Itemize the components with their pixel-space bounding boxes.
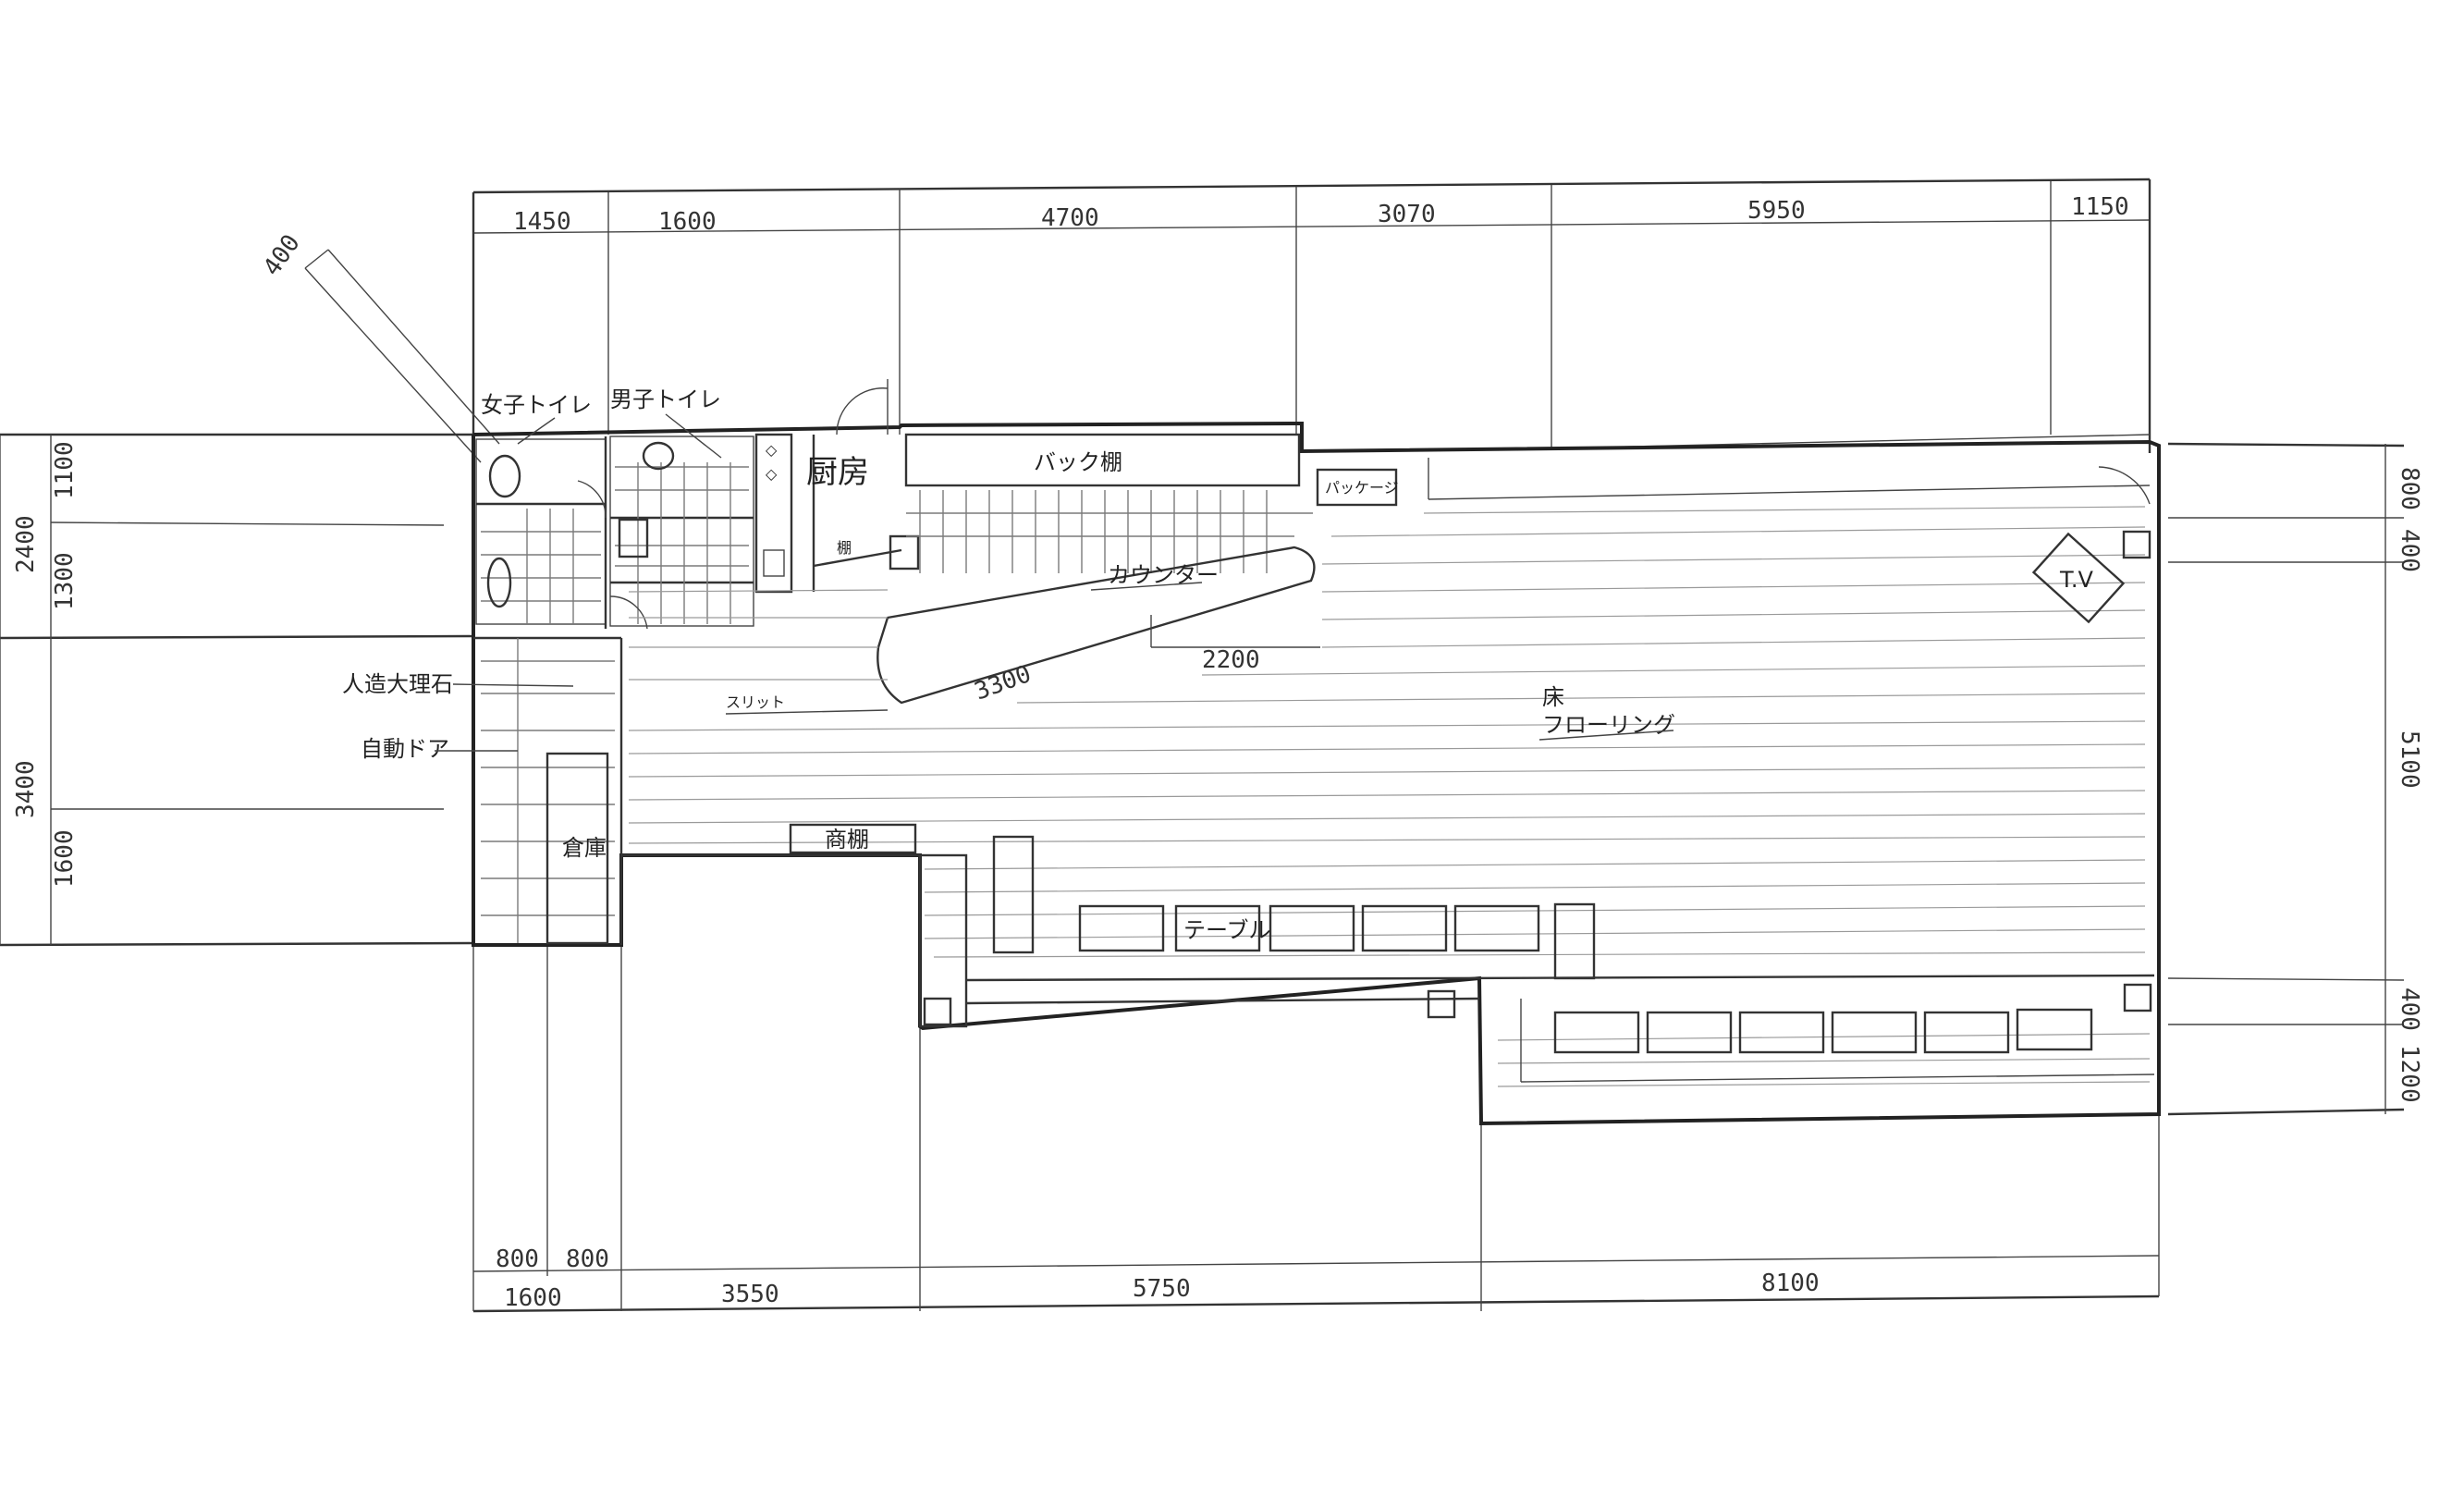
dim-top-2: 1600 <box>658 208 717 236</box>
label-mens-toilet: 男子トイレ <box>610 386 721 412</box>
right-dimension-line: 800 400 5100 400 1200 <box>2167 442 2423 1116</box>
top-dimension-line <box>472 178 2151 453</box>
diagonal-guide: 400 <box>258 229 500 463</box>
dim-right-4: 400 <box>2396 988 2423 1031</box>
floor-hatching: 床 フローリング <box>628 506 2151 1087</box>
dim-right-1: 800 <box>2396 467 2423 510</box>
label-display-shelf: 商棚 <box>825 827 869 853</box>
top-dimension-values: 1450 1600 4700 3070 5950 1150 <box>513 193 2129 236</box>
dim-diagonal: 400 <box>258 229 306 281</box>
dim-right-3: 5100 <box>2396 730 2423 789</box>
left-dimension-line: 2400 1100 1300 3400 1600 <box>0 433 474 947</box>
label-slit: スリット <box>726 693 785 711</box>
dim-right-2: 400 <box>2396 529 2423 572</box>
dim-bottom-sub-1: 800 <box>496 1245 539 1273</box>
dim-counter-depth: 2200 <box>1202 646 1260 674</box>
label-floor: 床 <box>1542 684 1564 710</box>
back-shelf-area: バック棚 パッケージ <box>904 433 1399 573</box>
dim-top-5: 5950 <box>1747 197 1806 225</box>
sink-fixture <box>486 557 512 608</box>
bottom-dimension-line: 800 800 1600 3550 5750 8100 <box>472 945 2160 1313</box>
dim-top-6: 1150 <box>2071 193 2129 221</box>
label-back-shelf: バック棚 <box>1034 449 1122 475</box>
label-storage: 倉庫 <box>562 835 607 861</box>
outer-walls <box>472 421 2161 1126</box>
dim-bottom-sub-2: 800 <box>566 1245 609 1273</box>
dim-left-2: 1100 <box>51 441 79 499</box>
label-table: テーブル <box>1183 917 1271 943</box>
toilet-fixture <box>642 441 675 471</box>
dim-top-1: 1450 <box>513 208 571 236</box>
dim-left-3: 1300 <box>51 552 79 610</box>
label-shelf-small: 棚 <box>837 539 852 557</box>
kitchen-area: ◇ ◇ 厨房 棚 <box>754 379 920 594</box>
dim-counter-length: 3300 <box>971 660 1035 706</box>
dim-bottom-2: 3550 <box>721 1281 779 1308</box>
label-tv: T.V <box>2059 567 2093 593</box>
toilet-area: 女子トイレ 男子トイレ <box>475 386 754 630</box>
dim-bottom-1: 1600 <box>504 1284 562 1312</box>
tv-unit: T.V <box>2031 466 2151 624</box>
label-auto-door: 自動ドア <box>361 736 449 762</box>
burner-icon: ◇ <box>766 441 778 459</box>
dim-bottom-4: 8100 <box>1761 1270 1820 1297</box>
dim-left-1: 2400 <box>12 515 40 573</box>
dim-bottom-3: 5750 <box>1133 1275 1191 1303</box>
label-marble: 人造大理石 <box>342 671 453 697</box>
entrance-area: 倉庫 人造大理石 自動ドア スリット <box>342 636 920 945</box>
seating-area: テーブル <box>918 835 2155 1083</box>
sink-fixture <box>763 549 785 577</box>
dim-left-4: 3400 <box>12 760 40 818</box>
label-packages: パッケージ <box>1325 479 1399 497</box>
dim-left-5: 1600 <box>51 829 79 888</box>
display-shelf: 商棚 <box>789 823 917 854</box>
dim-top-3: 4700 <box>1041 204 1099 232</box>
counter: カウンター 2200 3300 <box>876 546 1320 706</box>
label-flooring: フローリング <box>1542 712 1675 738</box>
toilet-fixture <box>488 454 521 498</box>
label-womens-toilet: 女子トイレ <box>481 392 592 418</box>
dim-right-5: 1200 <box>2396 1045 2423 1103</box>
label-kitchen: 厨房 <box>806 454 869 491</box>
burner-icon: ◇ <box>766 465 778 483</box>
dim-top-4: 3070 <box>1378 201 1436 228</box>
label-counter: カウンター <box>1108 562 1219 588</box>
